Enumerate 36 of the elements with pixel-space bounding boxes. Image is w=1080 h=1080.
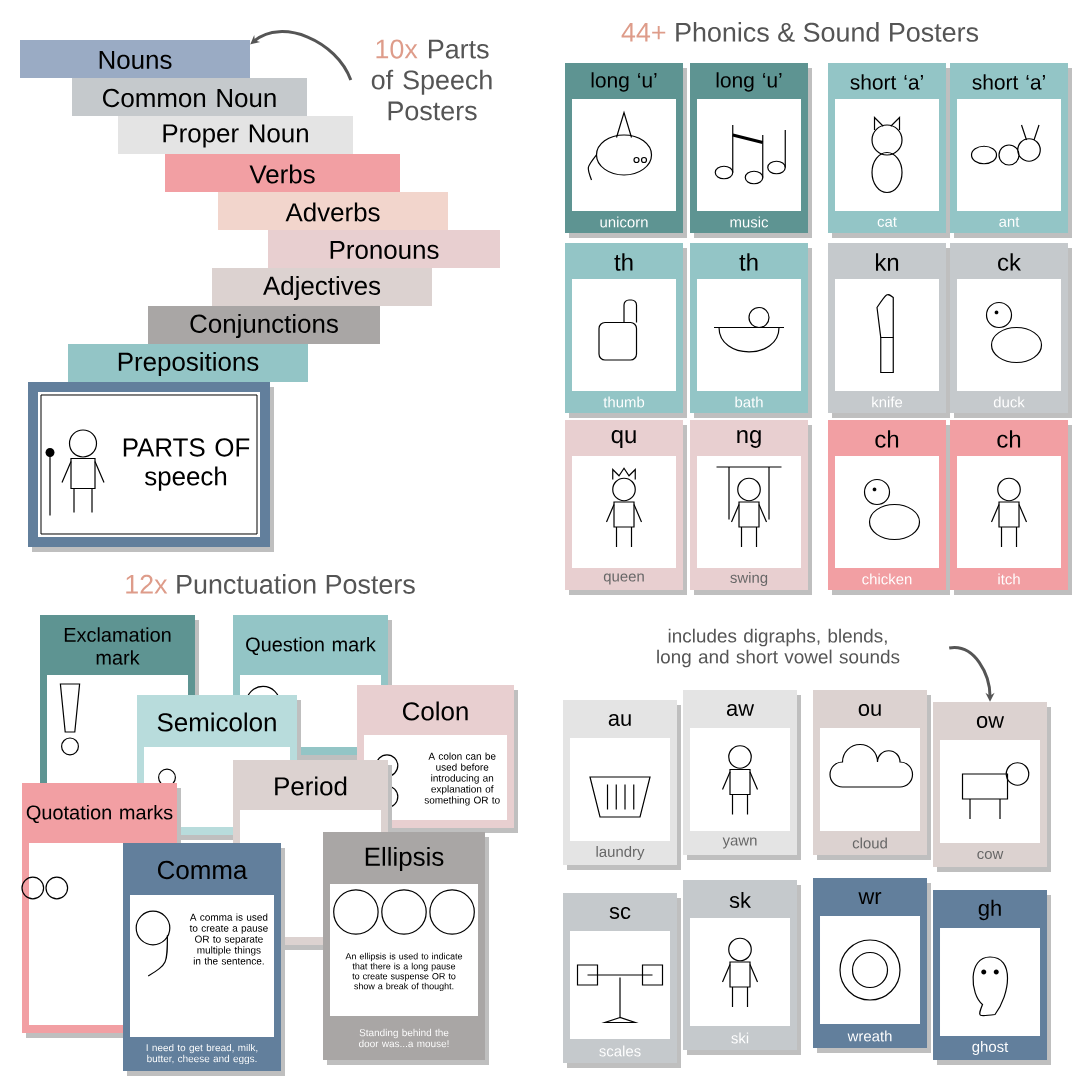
caption: 10x Parts of Speech Posters bbox=[371, 39, 492, 121]
poster: Colon A colon can be used before introducing an explanation of something OR to bbox=[357, 685, 518, 833]
heading: 44+ Phonics & Sound Posters bbox=[621, 22, 979, 42]
poster: gh ghost bbox=[933, 890, 1051, 1065]
heading: 12x Punctuation Posters bbox=[126, 574, 415, 594]
poster-tab: Proper Noun bbox=[118, 116, 353, 154]
poster-tab: Common Noun bbox=[72, 78, 307, 116]
poster: aw yawn bbox=[683, 690, 801, 860]
poster: qu queen bbox=[565, 420, 687, 595]
poster: th thumb bbox=[565, 243, 687, 418]
arrow bbox=[250, 30, 353, 81]
poster: long ‘u’ unicorn bbox=[565, 63, 687, 238]
poster-tab: Conjunctions bbox=[148, 306, 380, 344]
poster: sc scales bbox=[563, 893, 681, 1068]
poster: ng swing bbox=[690, 420, 812, 595]
poster: sk ski bbox=[683, 880, 801, 1055]
poster: PARTS OF speech bbox=[28, 382, 274, 552]
poster-tab: Adjectives bbox=[212, 268, 432, 306]
poster: Ellipsis An ellipsis is used to indicate that there is a long pause to create suspense OR to show a break of thought. Standing behind the door was...a mouse! bbox=[323, 832, 489, 1065]
poster-tab: Verbs bbox=[165, 154, 400, 192]
poster: short ‘a’ ant bbox=[950, 63, 1072, 238]
poster: au laundry bbox=[563, 700, 681, 870]
poster: ch chicken bbox=[828, 420, 950, 595]
poster: ou cloud bbox=[813, 690, 931, 860]
poster: th bath bbox=[690, 243, 812, 418]
poster-tab: Pronouns bbox=[268, 230, 500, 268]
poster: ow cow bbox=[933, 702, 1051, 872]
poster: short ‘a’ cat bbox=[828, 63, 950, 238]
poster: wr wreath bbox=[813, 878, 931, 1053]
poster-tab: Adverbs bbox=[218, 192, 448, 230]
poster-tab: Prepositions bbox=[68, 344, 308, 382]
caption: includes digraphs, blends, long and short vowel sounds bbox=[657, 628, 900, 668]
poster-tab: Nouns bbox=[20, 40, 250, 78]
poster: Comma A comma is used to create a pause OR to separate multiple things in the sentence. I need to get bread, milk, butter, cheese and eggs. bbox=[123, 843, 285, 1076]
poster: ch itch bbox=[950, 420, 1072, 595]
poster: long ‘u’ music bbox=[690, 63, 812, 238]
